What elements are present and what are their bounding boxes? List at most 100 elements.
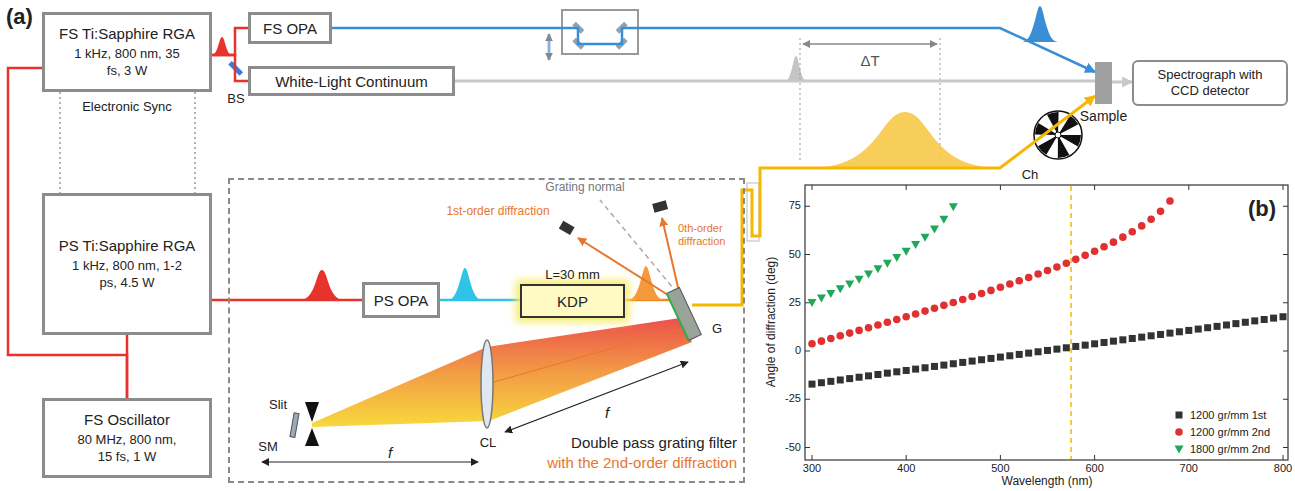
beam-connector [745,96,1095,236]
yellow-beam [692,190,745,305]
tick [1094,185,1095,190]
node-heading: FS Ti:Sapphire RGA [59,25,195,42]
data-point [846,375,853,382]
panel-letter: (a) [6,4,33,29]
legend-entry: 1200 gr/mm 1st [1172,406,1270,423]
data-point [1016,351,1023,358]
legend-swatch [1172,426,1186,438]
legend-text: 1200 gr/mm 1st [1190,409,1266,421]
data-point [978,356,985,363]
data-point [950,299,958,307]
data-point [921,234,930,242]
tick-label: 300 [803,462,821,475]
part-name: BS [227,92,244,107]
data-point [978,290,986,298]
tick-label: 50 [789,248,801,261]
beam-block [652,200,668,212]
data-point [1204,324,1211,331]
data-point [1148,332,1155,339]
continuum-box: White-Light Continuum [248,66,455,96]
tick [1000,185,1001,190]
tick [805,351,810,352]
beam-connector [1112,81,1132,84]
part-name: G [712,322,722,337]
data-point [931,304,939,312]
data-point [1081,252,1089,260]
node-text: FS OPA [263,20,317,37]
data-point [1119,233,1127,241]
tick [1283,399,1288,400]
data-point [987,287,995,295]
tick-label: 0 [795,344,801,357]
node-text: with the 2nd-order diffraction [547,454,737,471]
slit-mirror [290,413,299,438]
data-point [837,376,844,383]
data-point [921,307,929,315]
dimension: f [388,444,392,461]
data-point [827,378,834,385]
data-point [827,335,835,343]
legend-marker [1176,411,1183,418]
node-text: 80 MHz, 800 nm, 15 fs, 1 W [71,432,183,465]
delay-symbol: ΔT [860,52,879,69]
data-point [856,374,863,381]
delay-arrow [803,43,937,45]
tick [1283,185,1284,190]
tick [1094,455,1095,460]
data-point [818,379,825,386]
data-point [1082,342,1089,349]
data-point [902,248,911,256]
legend-text: 1200 gr/mm 2nd [1190,426,1270,438]
cylindrical-lens [481,340,493,428]
node-text: PS OPA [374,292,429,309]
data-point [1091,340,1098,347]
part-name: SM [258,440,278,455]
signal-name: Electronic Sync [82,100,172,115]
tick-label: 500 [991,462,1009,475]
data-point [1044,267,1052,275]
data-point [884,318,892,326]
tick [805,206,810,207]
node-text: 1 kHz, 800 nm, 35 fs, 3 W [71,46,183,79]
wavelength-marker [1070,186,1072,459]
data-point [940,362,947,369]
chopper-blades [1046,123,1070,147]
data-point [912,310,920,318]
data-point [1223,321,1230,328]
spectrograph-box: Spectrograph with CCD detector [1132,60,1288,106]
data-point [893,368,900,375]
data-point [845,281,854,289]
data-point [987,355,994,362]
oscillator-box: FS Oscillator80 MHz, 800 nm, 15 fs, 1 W [42,398,212,478]
data-point [874,321,882,329]
crystal-box: L=30 mmKDP [520,284,625,318]
tick-label: 25 [789,296,801,309]
beam-connector [59,92,61,193]
beam-connector [212,299,362,302]
legend-swatch [1172,443,1186,455]
tick-label: -50 [785,441,801,454]
data-point [930,225,939,233]
data-point [1128,228,1136,236]
tick [1283,351,1288,352]
data-point [1138,222,1146,230]
annotation: Grating normal [545,181,624,195]
legend-marker [1175,445,1184,453]
axis-title: Angle of diffraction (deg) [765,257,779,388]
data-point [874,371,881,378]
data-point [808,340,816,348]
data-point [1119,336,1126,343]
legend-entry: 1200 gr/mm 2nd [1172,423,1270,440]
data-point [893,316,901,324]
legend-swatch [1172,409,1186,421]
data-point [1053,263,1061,271]
tick [812,185,813,190]
data-point [1157,208,1165,216]
tick [906,455,907,460]
chopper-hub [1055,132,1061,138]
part-name: Ch [1022,168,1039,183]
plot-frame [805,185,1288,460]
data-point [865,324,873,332]
